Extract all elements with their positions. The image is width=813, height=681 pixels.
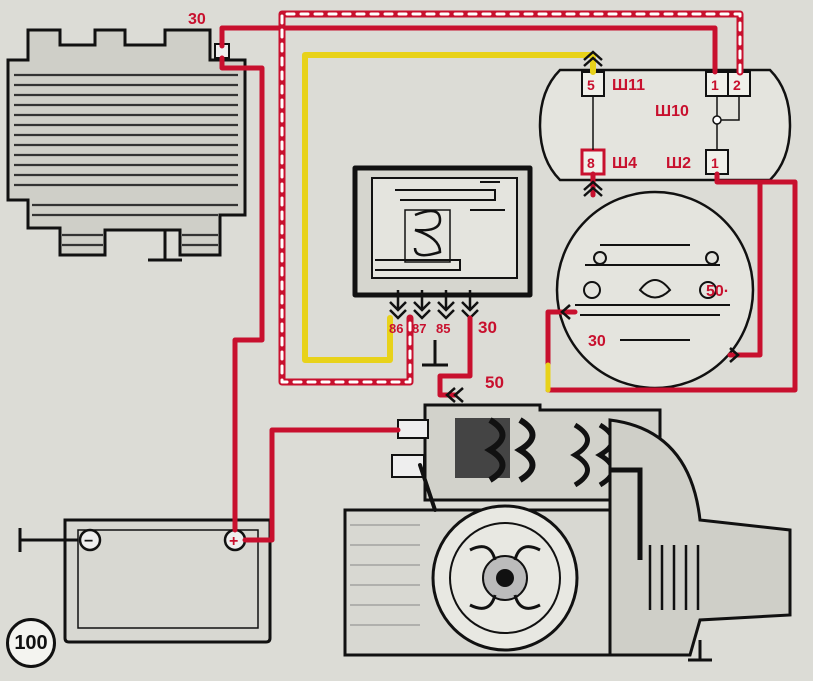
label-sh10: Ш10	[655, 103, 689, 120]
label-ignition-30: 30	[588, 333, 606, 350]
label-sh4: Ш4	[612, 155, 637, 172]
wire-alternator-to-ignition	[219, 25, 718, 75]
wire-ignition-30	[545, 171, 798, 393]
label-sh11: Ш11	[612, 77, 645, 94]
label-ignition-50: 50·	[706, 283, 729, 300]
solenoid-terminal-top	[397, 419, 429, 439]
label-battery-minus: −	[84, 533, 93, 550]
label-pin-1-bottom: 1	[711, 155, 719, 171]
starter-relay	[352, 165, 533, 367]
label-pin-1-top: 1	[711, 77, 719, 93]
label-starter-50: 50	[485, 373, 504, 392]
connector-arrows	[445, 50, 740, 403]
wire-ignition-50	[727, 179, 763, 358]
ignition-connector	[538, 68, 792, 182]
label-pin-8: 8	[587, 155, 595, 171]
label-relay-85: 85	[436, 321, 450, 336]
battery-minus-terminal	[78, 528, 102, 552]
label-pin-2: 2	[733, 77, 741, 93]
battery	[18, 518, 272, 644]
label-sh2: Ш2	[666, 155, 691, 172]
figure-number-badge: 100	[6, 618, 56, 668]
starter-motor	[343, 403, 792, 662]
label-battery-plus: +	[229, 533, 238, 550]
wire-relay-30-to-starter-50	[437, 315, 473, 398]
wire-alternator-to-battery	[219, 55, 265, 533]
wire-battery-to-solenoid	[242, 427, 401, 543]
alternator	[6, 28, 247, 262]
label-relay-86: 86	[389, 321, 403, 336]
label-relay-30: 30	[478, 318, 497, 337]
solenoid-terminal-bottom	[391, 454, 425, 478]
label-pin-5: 5	[587, 77, 595, 93]
label-relay-87: 87	[412, 321, 426, 336]
label-alternator-30: 30	[188, 11, 206, 28]
